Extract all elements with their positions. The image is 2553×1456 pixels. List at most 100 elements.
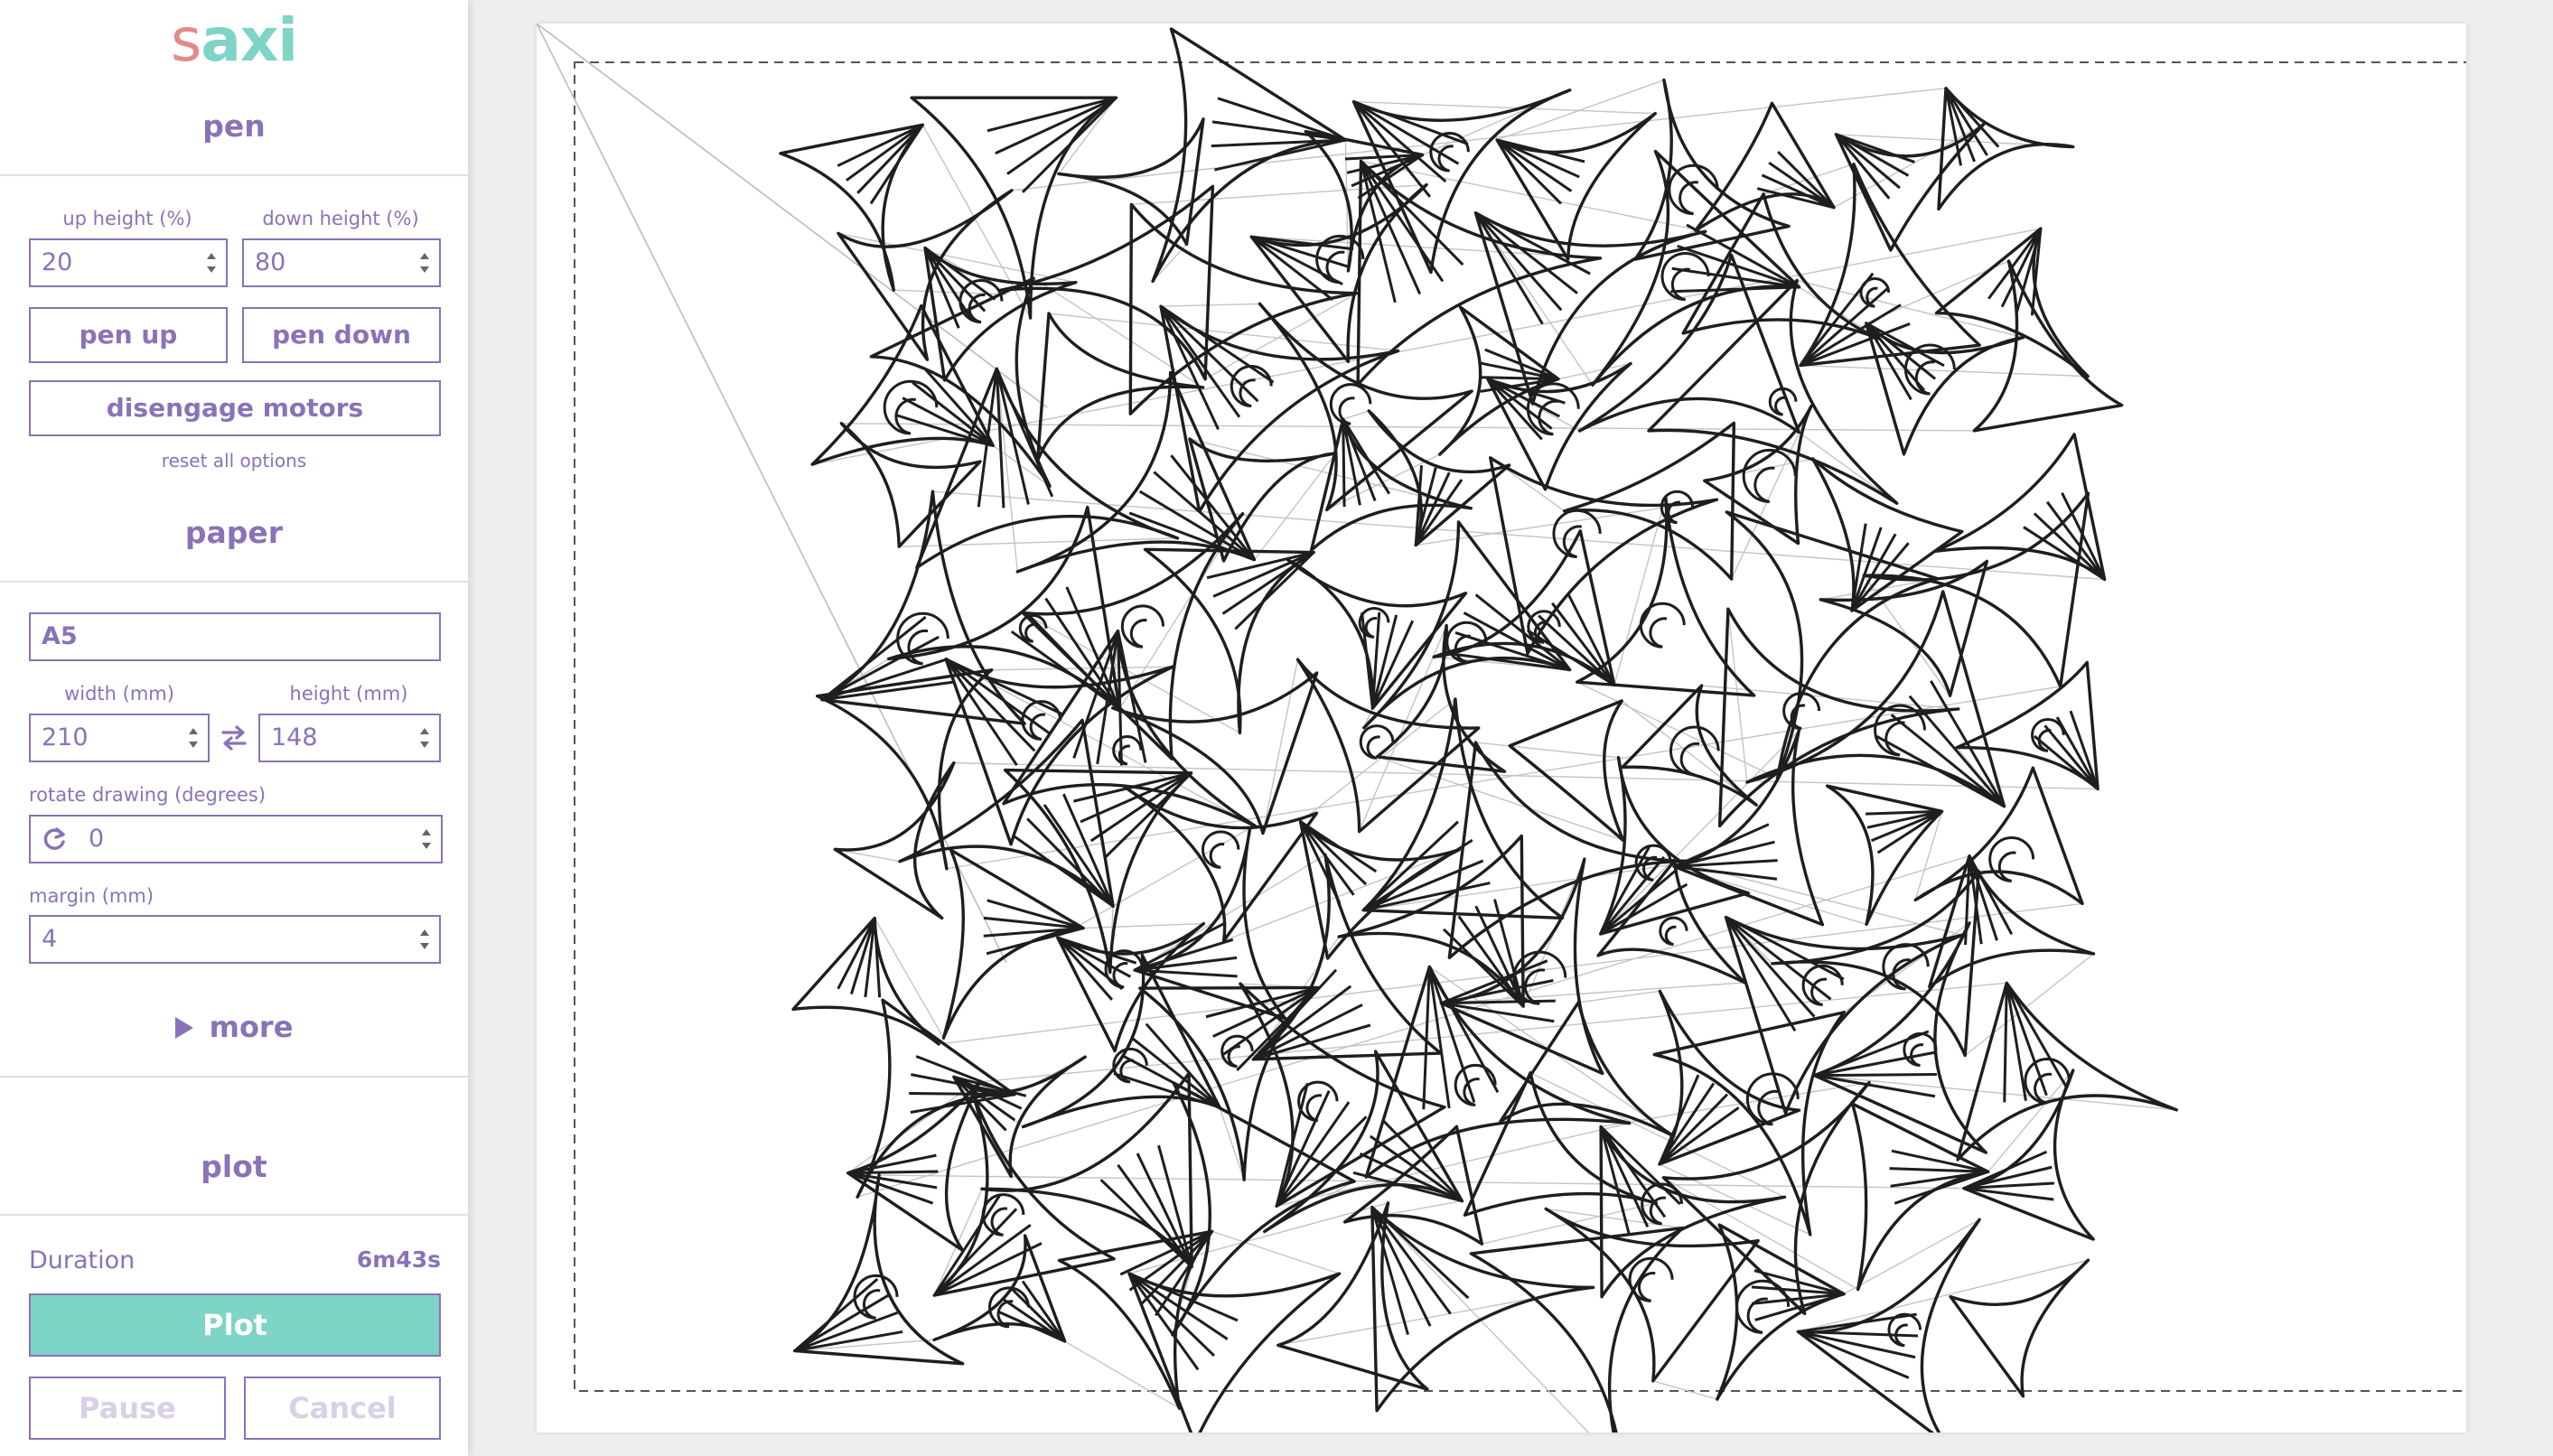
pen-stroke-fan	[1865, 322, 1945, 401]
stepper-icon[interactable]	[419, 251, 430, 275]
pen-stroke-fan	[1119, 1229, 1213, 1317]
down-height-input[interactable]: 80	[242, 238, 441, 287]
rotate-input[interactable]: 0	[78, 815, 443, 863]
swap-icon[interactable]	[220, 723, 248, 753]
pen-stroke	[1286, 557, 1468, 710]
duration-label: Duration	[29, 1246, 136, 1274]
pen-stroke	[1171, 1081, 1356, 1337]
travel-line	[953, 761, 2099, 790]
pen-stroke	[1716, 1223, 1846, 1401]
pen-stroke-fan	[1797, 1312, 1919, 1379]
pen-stroke-fan	[1440, 959, 1556, 1023]
travel-line	[1621, 700, 1757, 806]
up-height-input[interactable]: 20	[29, 238, 228, 287]
pen-stroke	[941, 848, 1085, 1040]
pen-stroke	[837, 189, 1014, 361]
pen-stroke-spiral	[1429, 132, 1470, 173]
stepper-icon[interactable]	[206, 251, 217, 275]
more-toggle[interactable]: more	[0, 1010, 468, 1044]
reset-options-link[interactable]: reset all options	[161, 450, 307, 471]
pen-stroke	[1239, 982, 1446, 1209]
pen-stroke-spiral	[1641, 1182, 1683, 1226]
pen-stroke-spiral	[1745, 1072, 1800, 1126]
travel-line	[536, 23, 1048, 408]
disengage-motors-button[interactable]: disengage motors	[29, 380, 441, 436]
pen-stroke	[1598, 755, 1751, 936]
pen-stroke-fan	[1450, 593, 1571, 672]
pen-stroke-spiral	[1735, 1279, 1791, 1334]
pen-stroke	[1361, 697, 1565, 920]
stepper-icon[interactable]	[421, 827, 432, 851]
plot-button[interactable]: Plot	[29, 1293, 441, 1357]
travel-line	[1361, 160, 1706, 232]
pen-stroke-fan	[1813, 1030, 1937, 1098]
pen-stroke-fan	[2033, 710, 2099, 790]
pen-stroke-fan	[1205, 985, 1320, 1072]
pen-stroke	[910, 96, 1118, 320]
pen-stroke-fan	[1072, 771, 1192, 859]
pause-button[interactable]: Pause	[29, 1377, 226, 1440]
travel-line	[1797, 279, 2024, 339]
paper-size-select[interactable]: A5	[29, 612, 441, 661]
pen-stroke-fan	[1361, 611, 1415, 709]
rotate-icon[interactable]	[31, 817, 79, 862]
pen-stroke-spiral	[1668, 163, 1719, 216]
pen-stroke-fan	[1422, 966, 1500, 1110]
stepper-icon[interactable]	[419, 928, 430, 951]
travel-line	[1576, 681, 1778, 779]
plot-preview-area	[470, 0, 2553, 1456]
pen-stroke	[1661, 1080, 1871, 1316]
pen-stroke	[1015, 370, 1257, 574]
travel-line	[841, 423, 1975, 432]
pen-stroke-fan	[923, 247, 996, 329]
pen-stroke	[1544, 1207, 1760, 1383]
travel-line	[1152, 243, 1188, 282]
travel-line	[1557, 362, 1632, 380]
stepper-icon[interactable]	[419, 726, 430, 750]
travel-line	[1820, 577, 1939, 601]
pen-stroke	[932, 1234, 1067, 1343]
pen-stroke-spiral	[1768, 387, 1798, 416]
pen-stroke	[1799, 163, 1981, 368]
pen-stroke-fan	[1751, 1269, 1845, 1321]
plot-divider	[0, 1214, 468, 1216]
travel-line	[1300, 698, 1456, 823]
paper-divider	[0, 581, 468, 583]
pen-stroke-fan	[1012, 793, 1115, 908]
pen-stroke-spiral	[1659, 916, 1688, 946]
pen-stroke	[1495, 111, 1657, 261]
travel-line	[1652, 1380, 1718, 1400]
pen-stroke	[1469, 1226, 1685, 1456]
pen-stroke	[1263, 1050, 1464, 1234]
pen-stroke	[980, 1071, 1193, 1269]
pen-stroke	[952, 1055, 1087, 1179]
pen-stroke	[1351, 89, 1572, 275]
paper-width-input[interactable]: 210	[29, 714, 210, 762]
pen-stroke-fan	[1599, 845, 1688, 936]
pen-stroke-spiral	[1526, 382, 1580, 436]
pen-stroke	[1143, 547, 1315, 735]
travel-line	[1800, 364, 2089, 378]
margin-input[interactable]: 4	[29, 915, 441, 964]
pen-stroke	[1057, 117, 1205, 247]
pen-down-button[interactable]: pen down	[242, 307, 441, 363]
pen-stroke	[1956, 981, 2179, 1162]
pen-stroke	[792, 1173, 965, 1366]
travel-line	[1578, 990, 1660, 1003]
width-label: width (mm)	[64, 683, 174, 705]
paper-height-input[interactable]: 148	[258, 714, 441, 762]
pen-up-button[interactable]: pen up	[29, 307, 228, 363]
travel-line	[1358, 625, 1447, 832]
pen-stroke	[923, 246, 1078, 382]
pen-stroke	[1439, 857, 1604, 1076]
stepper-icon[interactable]	[188, 726, 199, 750]
pen-stroke-fan	[2003, 982, 2068, 1103]
pen-stroke	[1432, 529, 1616, 687]
pen-stroke-spiral	[1512, 950, 1567, 1005]
pen-stroke	[1596, 859, 1747, 985]
up-height-label: up height (%)	[62, 208, 192, 229]
pen-stroke	[833, 761, 956, 920]
travel-line	[1496, 79, 1665, 141]
pen-stroke-fan	[1134, 921, 1238, 978]
cancel-button[interactable]: Cancel	[244, 1377, 441, 1440]
